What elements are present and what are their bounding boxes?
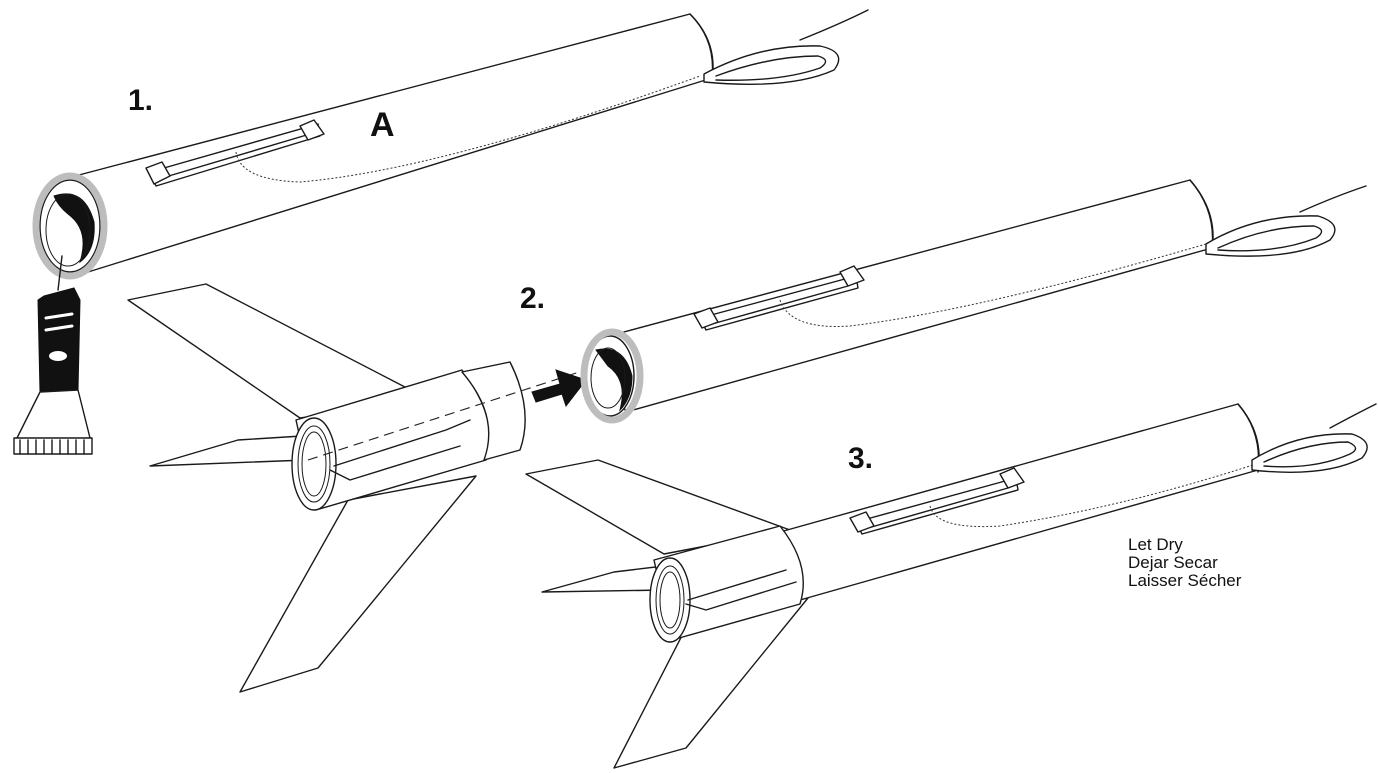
- step2-fin-unit: [127, 283, 526, 693]
- let-dry-note-fr: Laisser Sécher: [1128, 571, 1242, 590]
- step3-assembled-rocket: [525, 403, 1377, 769]
- let-dry-note-en: Let Dry: [1128, 535, 1183, 554]
- let-dry-note-es: Dejar Secar: [1128, 553, 1218, 572]
- part-a-label: A: [370, 106, 395, 144]
- step2-body-tube: [580, 179, 1367, 424]
- step1-shock-cord-loop: [703, 9, 869, 85]
- glue-tube: [13, 255, 93, 455]
- step1-label: 1.: [128, 84, 153, 117]
- insert-arrow: [531, 369, 587, 408]
- step1-launch-lug: [145, 119, 325, 187]
- step2-label: 2.: [520, 282, 545, 315]
- step1-body-tube: [13, 9, 869, 455]
- step3-label: 3.: [848, 442, 873, 475]
